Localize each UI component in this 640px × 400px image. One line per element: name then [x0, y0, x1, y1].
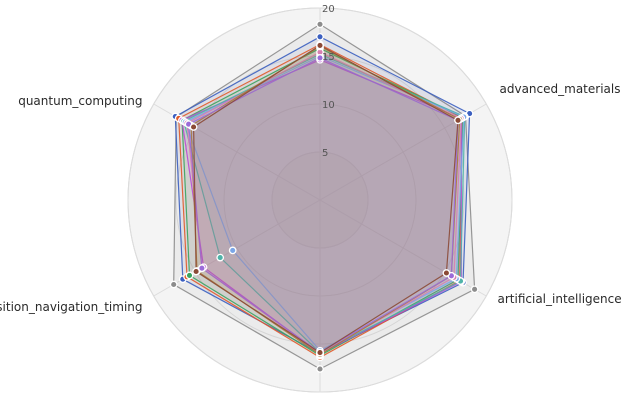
radar-data-point	[185, 271, 194, 280]
radar-data-point	[192, 267, 200, 276]
radar-data-point	[316, 365, 324, 373]
radar-data-point	[316, 41, 324, 50]
radar-data-point	[316, 20, 324, 29]
radar-data-point	[316, 32, 324, 41]
radar-data-point	[454, 116, 462, 125]
radar-grid	[127, 7, 513, 393]
radar-data-point	[198, 264, 206, 273]
radar-data-point	[442, 269, 451, 277]
radar-tick-label: 15	[322, 52, 335, 63]
radar-axis-labels: advanced_materials artificial_intelligenc…	[0, 82, 622, 400]
radar-data-point	[169, 280, 178, 289]
radar-data-point	[216, 253, 225, 262]
radar-data-point	[189, 123, 198, 131]
radar-series-group	[169, 20, 479, 373]
radar-tick-label: 20	[322, 4, 335, 15]
radar-axis-label: position_navigation_timing	[0, 300, 143, 314]
radar-data-point	[316, 348, 324, 357]
radar-data-point	[470, 285, 479, 294]
radar-data-point	[316, 54, 324, 62]
radar-data-point	[228, 246, 237, 255]
radar-axis-label: quantum_computing	[18, 94, 142, 108]
radar-tick-label: 5	[322, 148, 328, 159]
radar-tick-labels: 5 10 15 20	[322, 4, 335, 159]
radar-axis-label: artificial_intelligence	[498, 292, 622, 306]
radar-tick-label: 10	[322, 100, 335, 111]
radar-axis-label: advanced_materials	[500, 82, 621, 96]
